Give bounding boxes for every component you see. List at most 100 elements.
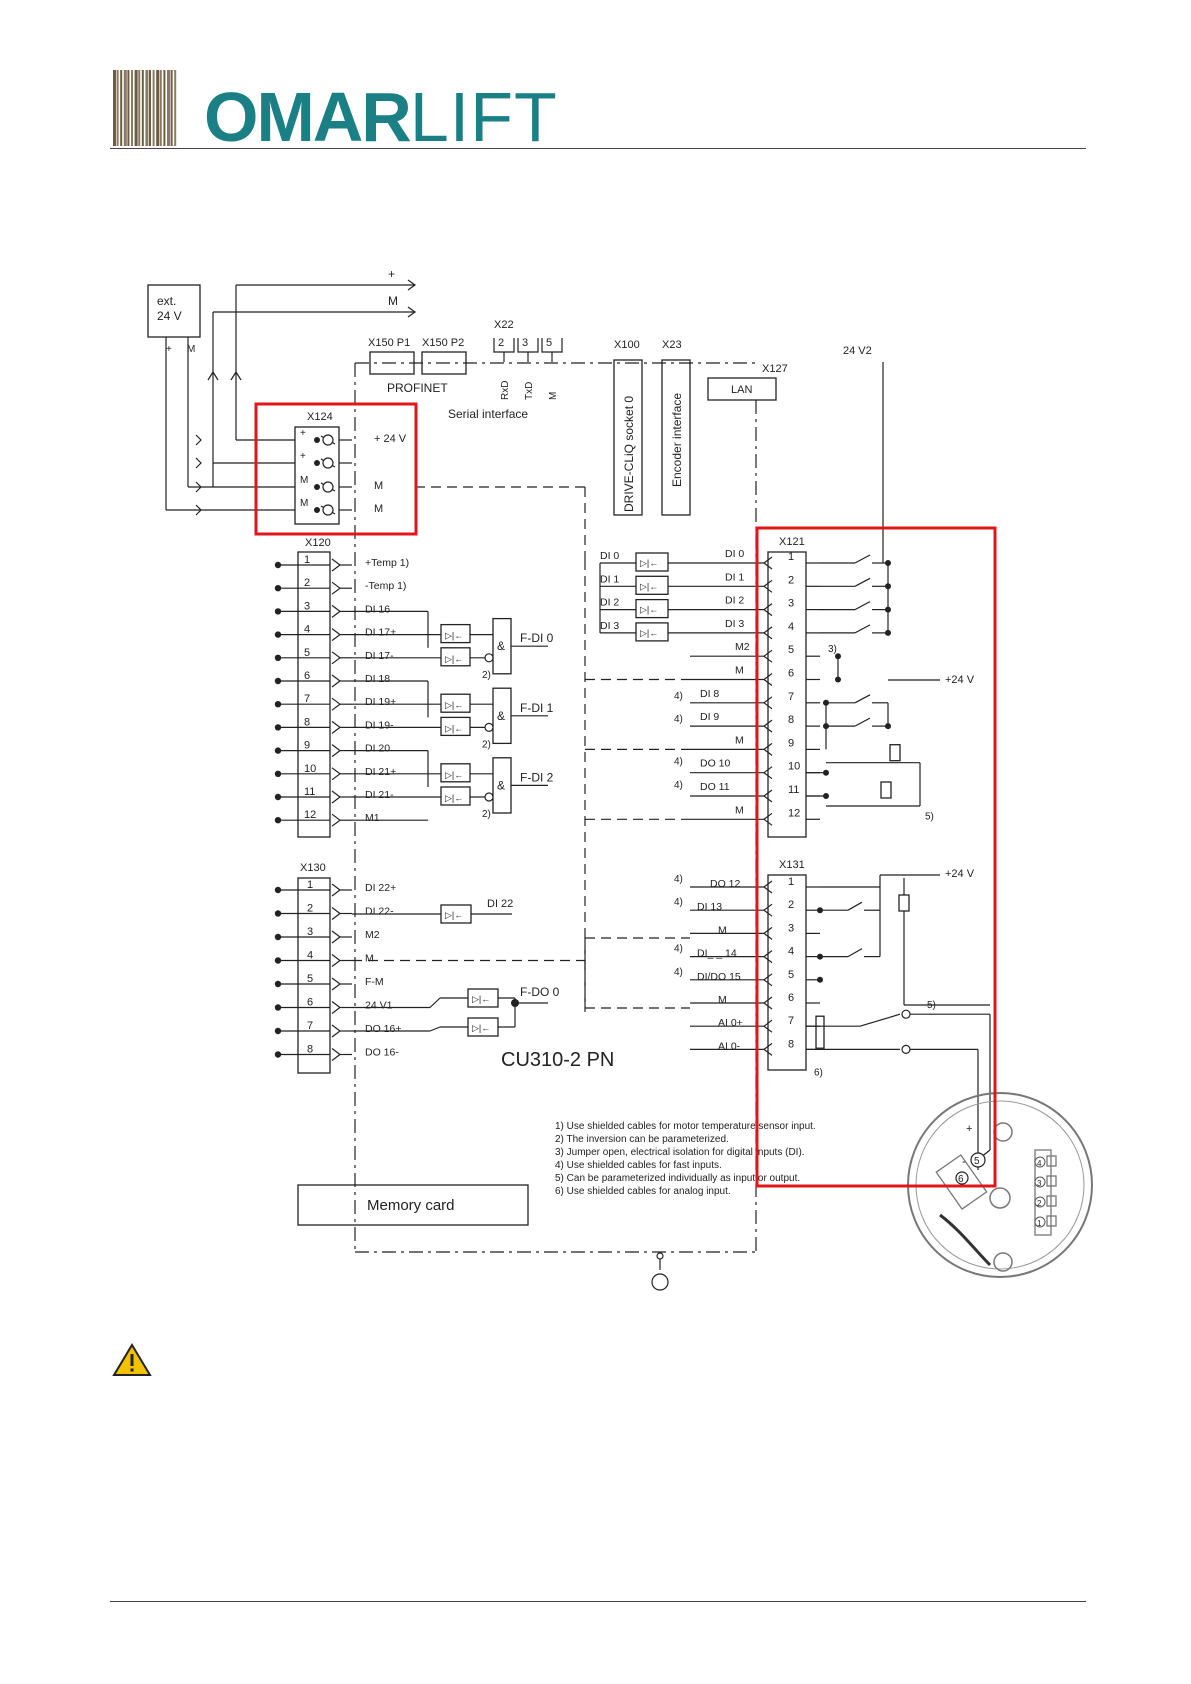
opto-symbol: ▷|←	[640, 558, 658, 568]
x120-terminal-dot	[274, 793, 282, 801]
logo-stripe	[138, 70, 141, 146]
x130-socket	[331, 1024, 341, 1038]
connector-number: 4	[1037, 1159, 1042, 1168]
x120-pin: 6	[304, 670, 310, 682]
encoder-label: Encoder interface	[670, 393, 684, 487]
x120-label: DI 18	[365, 673, 390, 685]
x120-pin: 9	[304, 740, 310, 752]
x120-terminal-dot	[274, 677, 282, 685]
drive-cliq-label: DRIVE-CLiQ socket 0	[622, 396, 636, 512]
x120-pin: 11	[304, 786, 315, 798]
x130-label: DI 22-	[365, 906, 394, 918]
logo-stripe	[113, 70, 116, 146]
connector-number: 3	[1037, 1179, 1042, 1188]
x130-terminal-dot	[274, 1004, 282, 1011]
x130-block	[297, 877, 331, 1074]
analog-terminal	[901, 1044, 911, 1055]
x22-pin: 5	[546, 337, 552, 349]
note-ref-4: 4)	[674, 757, 683, 768]
sensor-pin-5	[970, 1152, 986, 1168]
connector-number: 2	[1037, 1199, 1042, 1208]
junction-dot	[885, 723, 891, 730]
note-ref-4: 4)	[674, 897, 683, 908]
x131-pin: 5	[788, 969, 794, 981]
fdi-label: F-DI 1	[520, 701, 554, 715]
x131-pin: 1	[788, 876, 794, 888]
lan-port	[707, 377, 777, 401]
logo-stripe	[134, 70, 138, 146]
note-ref-4: 4)	[674, 691, 683, 702]
sensor-pin-minus: -	[962, 1156, 966, 1168]
arrow-head	[407, 306, 417, 318]
x22-signal: M	[548, 392, 559, 400]
brand-light: LIFT	[409, 78, 558, 156]
x120-block	[297, 551, 331, 838]
x130-terminal-dot	[274, 933, 282, 941]
junction-dot	[885, 629, 891, 636]
opto-symbol: ▷|←	[472, 1023, 490, 1033]
optocoupler	[440, 693, 471, 713]
x120-terminal-dot	[274, 608, 282, 615]
wire	[429, 997, 441, 1008]
and-gate	[492, 617, 512, 675]
x131-label: DO 12	[710, 878, 741, 890]
ground-icon	[651, 1273, 669, 1291]
arrow	[195, 504, 202, 516]
x130-socket	[331, 977, 341, 991]
memory-card-label: Memory card	[367, 1197, 455, 1214]
x130-label: 24 V1	[365, 1000, 393, 1012]
x130-label: M	[365, 953, 374, 965]
logo-stripe	[167, 70, 170, 146]
x121-name: X121	[779, 536, 805, 548]
highlight-x124	[254, 402, 418, 536]
arrow	[195, 457, 202, 469]
x130-pin: 8	[307, 1044, 313, 1056]
x120-pin: 12	[304, 809, 316, 821]
x120-label: DI 16	[365, 603, 390, 615]
di-left-label: DI 2	[600, 597, 619, 609]
arrow	[195, 434, 202, 446]
x120-socket	[331, 604, 341, 618]
opto-symbol: ▷|←	[640, 628, 658, 638]
x121-pin: 4	[788, 621, 794, 633]
ext-supply-box	[147, 284, 201, 338]
relay-load	[880, 781, 892, 799]
x120-socket	[331, 790, 341, 804]
di-left-label: DI 1	[600, 573, 619, 585]
optocoupler	[467, 988, 499, 1008]
v24v2-label: 24 V2	[843, 345, 872, 357]
x120-label: DI 19-	[365, 719, 394, 731]
x130-pin: 5	[307, 973, 313, 985]
switch-blade	[854, 694, 871, 704]
x130-pin: 6	[307, 997, 313, 1009]
arrow-head	[407, 279, 417, 291]
x120-socket	[331, 558, 341, 572]
sensor-cable	[939, 1213, 992, 1267]
footnote: 2) The inversion can be parameterized.	[555, 1134, 729, 1145]
note-ref-5: 5)	[925, 811, 934, 822]
connector-pin	[1034, 1196, 1046, 1208]
highlight-x121-x131	[755, 526, 997, 1188]
note-ref-3: 3)	[828, 644, 837, 655]
logo-stripe	[152, 70, 155, 146]
x120-socket	[331, 720, 341, 734]
di22-label: DI 22	[487, 898, 513, 910]
switch-blade	[854, 554, 871, 564]
sensor-terminal-block	[935, 1154, 988, 1210]
lan-label: LAN	[731, 384, 752, 396]
x121-block	[767, 551, 807, 838]
warning-triangle-icon	[112, 1343, 152, 1376]
x121-label: M2	[735, 641, 750, 653]
x121-pin: 1	[788, 551, 794, 563]
fdo0-label: F-DO 0	[520, 985, 560, 999]
junction-dot	[823, 699, 829, 706]
logo-stripe	[116, 70, 119, 146]
junction-dot	[835, 676, 841, 683]
x22-signal: RxD	[500, 381, 511, 400]
x130-socket	[331, 1048, 341, 1061]
x130-label: DO 16+	[365, 1023, 401, 1035]
x124-block	[294, 426, 340, 525]
note-ref-4: 4)	[674, 780, 683, 791]
arrow-up	[230, 370, 242, 381]
note-ref-4: 4)	[674, 874, 683, 885]
